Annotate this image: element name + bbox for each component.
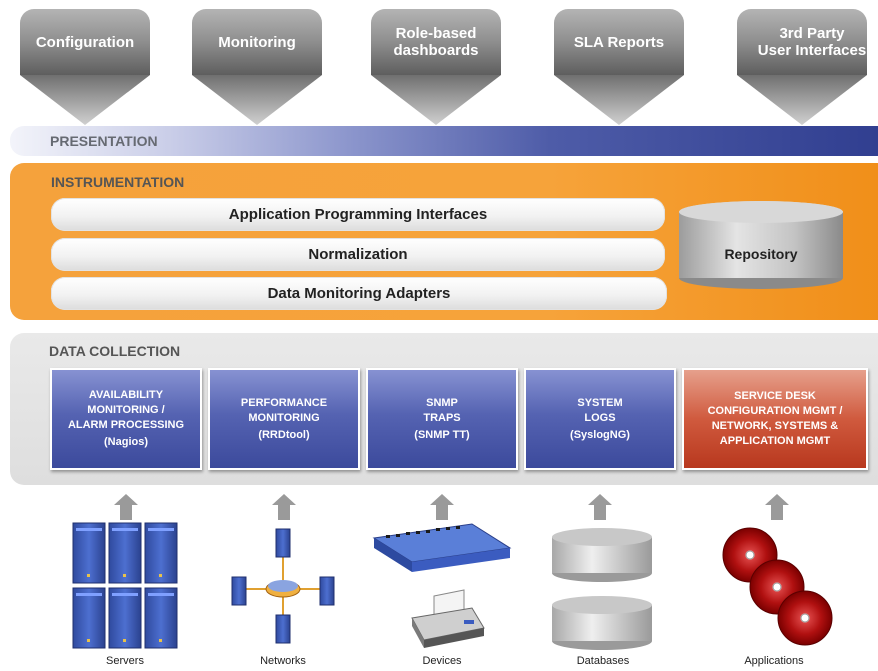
- collection-box-tool: (SyslogNG): [570, 428, 630, 441]
- servers-icon: [72, 522, 178, 649]
- network-icon: [231, 528, 335, 644]
- presentation-layer: PRESENTATION: [10, 126, 878, 156]
- funnel-sla-reports: SLA Reports: [554, 9, 684, 125]
- collection-box-tool: (RRDtool): [258, 428, 310, 441]
- source-label-databases: Databases: [576, 655, 630, 667]
- source-label-applications: Applications: [744, 655, 804, 667]
- funnel-shape: [371, 9, 501, 125]
- up-arrow-icon: [430, 494, 454, 520]
- funnel-label: Monitoring: [218, 33, 296, 51]
- normalization-layer: Normalization: [51, 238, 665, 271]
- api-layer: Application Programming Interfaces: [51, 198, 665, 231]
- source-label-servers: Servers: [106, 655, 144, 667]
- instrumentation-label: INSTRUMENTATION: [51, 174, 185, 190]
- adapters-layer: Data Monitoring Adapters: [51, 277, 667, 310]
- source-label-networks: Networks: [260, 655, 306, 667]
- collection-box-performance: PERFORMANCE MONITORING (RRDtool): [208, 368, 360, 470]
- funnel-label: Configuration: [35, 33, 135, 51]
- up-arrow-icon: [272, 494, 296, 520]
- collection-box-title: PERFORMANCE MONITORING: [240, 396, 328, 424]
- funnel-label: SLA Reports: [573, 33, 665, 51]
- applications-icon: [722, 527, 833, 646]
- collection-box-tool: (Nagios): [104, 436, 148, 448]
- funnel-label: Role-based dashboards: [393, 25, 479, 59]
- funnel-shape: [737, 9, 867, 125]
- collection-box-title: SERVICE DESK CONFIGURATION MGMT / NETWOR…: [707, 390, 843, 447]
- collection-box-title: AVAILABILITY MONITORING / ALARM PROCESSI…: [67, 389, 185, 431]
- collection-box-service-desk: SERVICE DESK CONFIGURATION MGMT / NETWOR…: [682, 368, 868, 470]
- up-arrow-icon: [114, 494, 138, 520]
- funnel-configuration: Configuration: [20, 9, 150, 125]
- repository-cylinder: Repository: [679, 200, 843, 290]
- source-label-devices: Devices: [422, 655, 462, 667]
- up-arrow-icon: [588, 494, 612, 520]
- funnel-shape: [192, 9, 322, 125]
- funnel-shape: [554, 9, 684, 125]
- collection-box-title: SNMP TRAPS: [423, 396, 461, 424]
- database-icon: [552, 528, 652, 650]
- funnel-shape: [20, 9, 150, 125]
- funnel-role-based-dashboards: Role-based dashboards: [371, 9, 501, 125]
- collection-box-tool: (SNMP TT): [414, 428, 470, 441]
- collection-box-system-logs: SYSTEM LOGS (SyslogNG): [524, 368, 676, 470]
- funnel-label: 3rd Party User Interfaces: [757, 25, 867, 59]
- devices-icon: [372, 523, 512, 648]
- collection-box-title: SYSTEM LOGS: [577, 396, 623, 424]
- collection-box-snmp-traps: SNMP TRAPS (SNMP TT): [366, 368, 518, 470]
- repository-label: Repository: [724, 246, 798, 262]
- data-collection-label: DATA COLLECTION: [49, 343, 181, 359]
- presentation-label: PRESENTATION: [50, 133, 158, 149]
- repository-cylinder-shape: [679, 201, 843, 289]
- collection-box-availability: AVAILABILITY MONITORING / ALARM PROCESSI…: [50, 368, 202, 470]
- up-arrow-icon: [765, 494, 789, 520]
- funnel-monitoring: Monitoring: [192, 9, 322, 125]
- funnel-3rd-party-ui: 3rd Party User Interfaces: [737, 9, 867, 125]
